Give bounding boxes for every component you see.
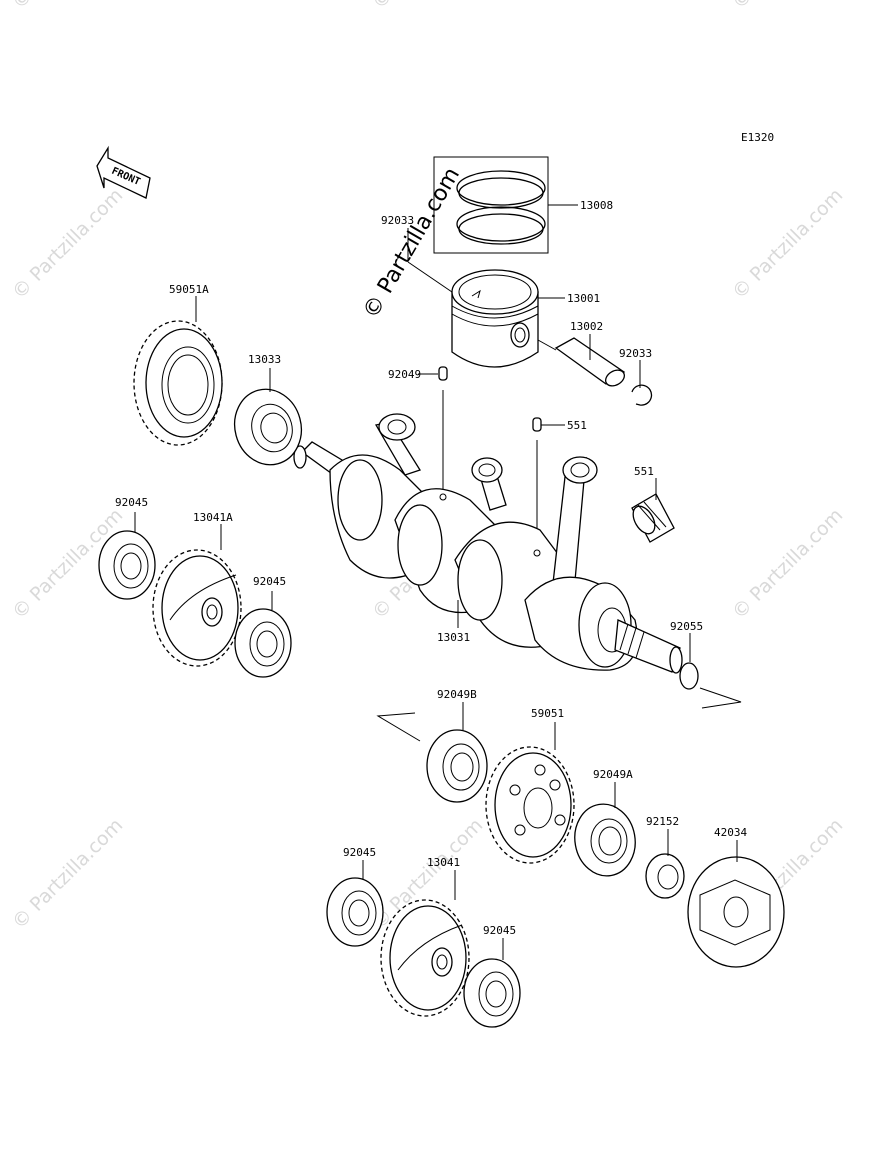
callout-92152: 92152	[646, 815, 679, 828]
watermark: © Partzilla.com	[728, 504, 847, 623]
callout-92045-d: 92045	[483, 924, 516, 937]
callout-13001: 13001	[567, 292, 600, 305]
front-arrow-icon: FRONT	[96, 145, 151, 199]
callout-551-right: 551	[567, 419, 587, 432]
callout-59051: 59051	[531, 707, 564, 720]
needle-bearing-part	[631, 478, 675, 543]
callout-92045-a: 92045	[115, 496, 148, 509]
gear-13041a-part	[152, 524, 242, 667]
piston-rings-part	[433, 156, 578, 254]
seal-92049-part	[233, 368, 303, 466]
callout-92049B: 92049B	[437, 688, 477, 701]
coupling-42034-part	[687, 840, 785, 968]
dowel-pin-right-part	[532, 417, 565, 550]
collar-92152-part	[645, 829, 685, 899]
gear-13041-part	[380, 870, 470, 1017]
bearing-92045-a-part	[98, 512, 156, 600]
crankshaft-part	[293, 413, 683, 674]
piston-pin-part	[537, 334, 626, 387]
diagram-code: E1320	[741, 131, 774, 144]
watermark: © Partzilla.com	[728, 184, 847, 303]
watermark: © Partzilla.com	[8, 184, 127, 303]
callout-13008: 13008	[580, 199, 613, 212]
callout-92049: 13033	[248, 353, 281, 366]
callout-92033-right: 92033	[619, 347, 652, 360]
callout-13002: 13002	[570, 320, 603, 333]
dowel-pin-left-part	[418, 366, 448, 495]
gear-59051-part	[485, 722, 575, 864]
watermark: © Partzilla.com	[8, 0, 127, 14]
bearing-92045-c-part	[326, 860, 384, 947]
bearing-92045-b-part	[234, 591, 292, 678]
callout-13041: 13041	[427, 856, 460, 869]
callout-551-left: 92049	[388, 368, 421, 381]
callout-92033-top: 92033	[381, 214, 414, 227]
seal-92049b-part	[376, 702, 488, 803]
watermark-layer: © Partzilla.com © Partzilla.com © Partzi…	[8, 0, 847, 934]
watermark: © Partzilla.com	[8, 814, 127, 933]
callout-92055: 92055	[670, 620, 703, 633]
callout-92045-b: 92045	[253, 575, 286, 588]
piston-part	[451, 269, 565, 368]
watermark-center: © Partzilla.com	[359, 163, 466, 323]
watermark: © Partzilla.com	[728, 0, 847, 14]
circlip-right-part	[631, 360, 653, 406]
callout-13041A: 13041A	[193, 511, 233, 524]
bearing-92045-d-part	[463, 938, 521, 1028]
callout-59051A: 59051A	[169, 283, 209, 296]
callout-42034: 42034	[714, 826, 747, 839]
watermark: © Partzilla.com	[368, 0, 487, 14]
callout-13031: 13031	[437, 631, 470, 644]
seal-92049a-part	[574, 782, 636, 877]
gear-59051a-part	[133, 296, 223, 446]
callout-92049A: 92049A	[593, 768, 633, 781]
callout-13033: 551	[634, 465, 654, 478]
callout-92045-c: 92045	[343, 846, 376, 859]
o-ring-part	[679, 633, 742, 709]
